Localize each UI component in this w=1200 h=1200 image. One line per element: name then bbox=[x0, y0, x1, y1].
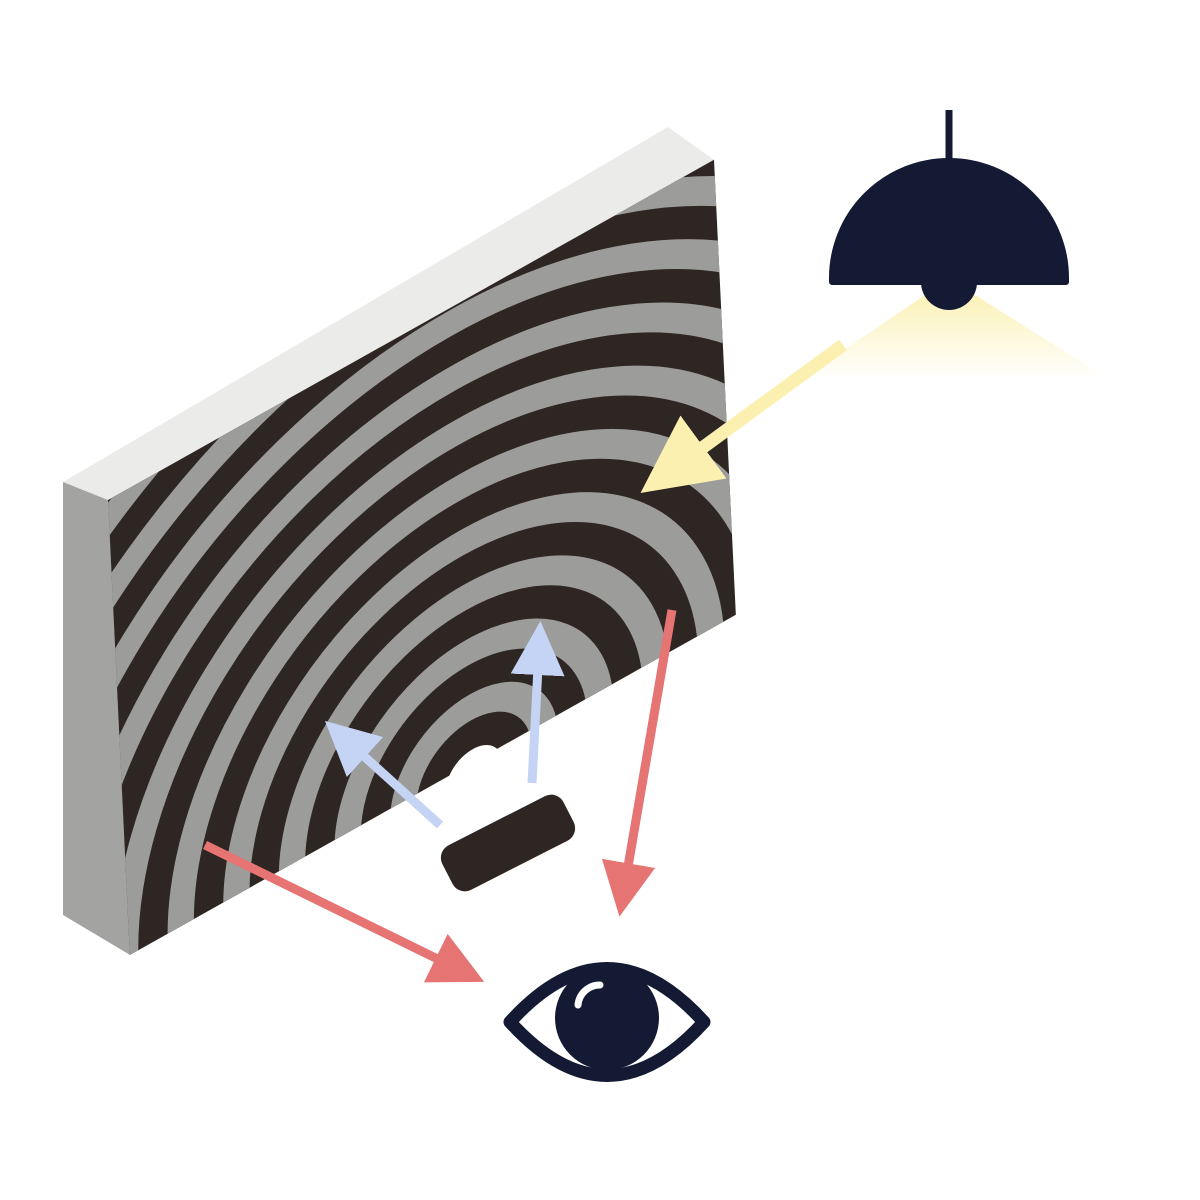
sound-arrow-up bbox=[510, 621, 565, 784]
wall-groove-arc bbox=[111, 365, 736, 955]
wall-groove-arc bbox=[223, 492, 725, 918]
reflected-arrow-right bbox=[601, 609, 677, 917]
sound-source-block bbox=[440, 794, 576, 892]
wall-groove-arc bbox=[334, 618, 614, 856]
grooved-wall bbox=[63, 127, 736, 955]
wall-groove-arc bbox=[278, 555, 669, 887]
incident-light-arrow bbox=[640, 339, 847, 494]
wall-side-face bbox=[63, 482, 130, 955]
eye-icon bbox=[503, 962, 711, 1082]
wall-groove-arc bbox=[108, 239, 736, 955]
light-glow bbox=[800, 295, 1110, 380]
reflected-arrow-left bbox=[203, 840, 485, 983]
wall-groove-arc bbox=[167, 428, 736, 950]
sound-arrow-left bbox=[324, 720, 444, 829]
pendant-lamp-icon bbox=[800, 110, 1110, 380]
wall-top-edge bbox=[63, 127, 714, 500]
